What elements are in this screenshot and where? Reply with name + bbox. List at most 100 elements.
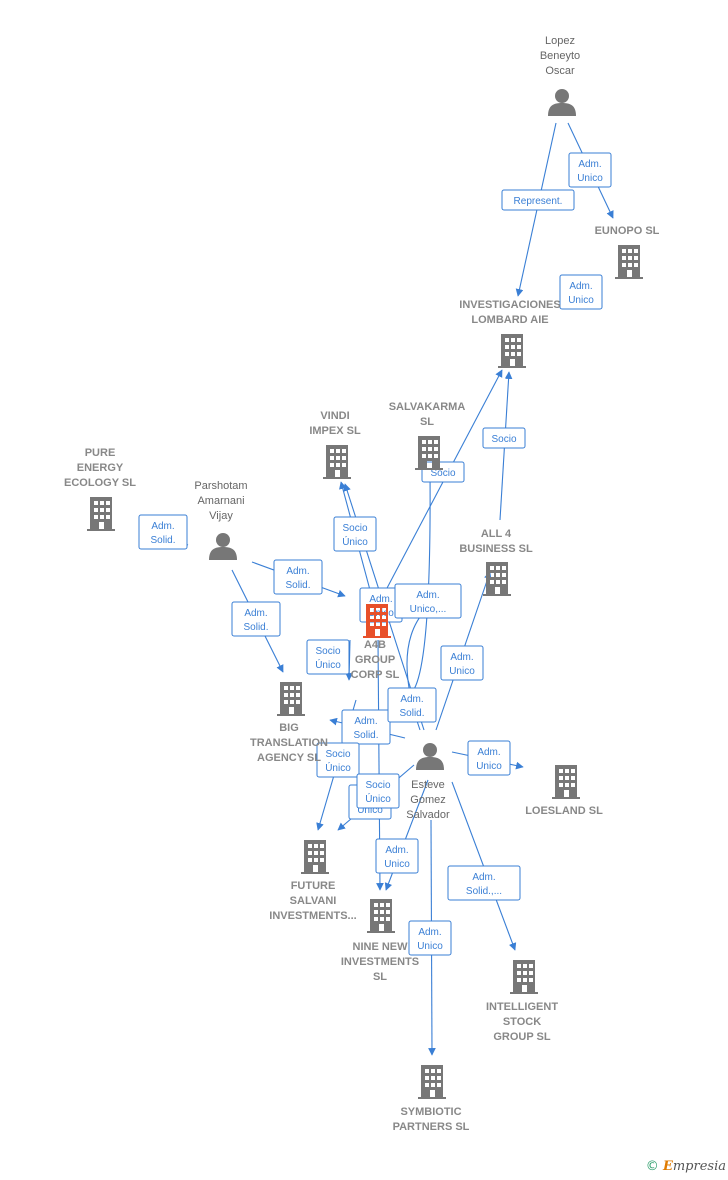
building-icon — [323, 444, 351, 479]
copyright-icon: © — [645, 1159, 659, 1174]
edge-label-lopez-to-eunopo[interactable]: Adm.Unico — [568, 152, 612, 188]
building-icon — [552, 764, 580, 799]
person-icon — [209, 533, 237, 560]
edge-label-text: Adm. — [385, 845, 408, 856]
node-label: SALVAKARMA — [389, 401, 466, 413]
node-label: PURE — [85, 447, 116, 459]
node-label: FUTURE — [291, 880, 336, 892]
edge-label-text: Socio — [342, 523, 367, 534]
edge-label-esteve-to-all4[interactable]: Adm. Unico — [440, 645, 484, 681]
edge-label-eunopo-to-invest[interactable]: Adm. Unico — [559, 274, 603, 310]
edge-label-a4b-to-invest[interactable]: Socio — [421, 461, 465, 483]
node-label: Parshotam — [194, 480, 247, 492]
empresia-brand: © Empresia — [646, 1159, 726, 1174]
edge-label-esteve-to-nine[interactable]: Adm. Unico — [375, 838, 419, 874]
node-label: INVESTMENTS — [341, 956, 419, 968]
node-label: ENERGY — [77, 462, 124, 474]
edge-label-text: Unico — [417, 941, 443, 952]
node-label: ALL 4 — [481, 528, 512, 540]
edge-label-text: Adm. — [418, 927, 441, 938]
edge-label-parsh-to-pure[interactable]: Adm.Solid. — [138, 514, 188, 550]
node-label: ECOLOGY SL — [64, 477, 136, 489]
edge-label-text: Único — [365, 792, 391, 805]
edge-label-esteve-to-a4b[interactable]: Adm.Unico,... — [394, 583, 462, 619]
edge-label-text: Adm. — [416, 590, 439, 601]
node-pure[interactable]: PURE ENERGY ECOLOGY SL — [64, 447, 136, 531]
edge-label-text: Unico — [449, 666, 475, 677]
node-label: Beneyto — [540, 50, 580, 62]
edge-label-text: Unico — [357, 805, 383, 816]
edge-label-text: Adm. — [477, 747, 500, 758]
node-label: INVESTMENTS... — [269, 910, 356, 922]
edge-label-text: Solid. — [285, 580, 310, 591]
edge-label-text: Unico — [384, 859, 410, 870]
building-icon — [483, 561, 511, 596]
node-invest[interactable]: INVESTIGACIONES LOMBARD AIE — [459, 299, 561, 368]
edge-label-all4-to-invest[interactable]: Socio — [482, 427, 526, 449]
edge-label-parsh-to-big[interactable]: Adm. Solid. — [231, 601, 281, 637]
node-label: GROUP SL — [493, 1031, 551, 1043]
edge-label-text: Adm. — [400, 694, 423, 705]
person-icon — [416, 743, 444, 770]
node-label: BIG — [279, 722, 299, 734]
edge-label-text: Socio — [365, 780, 390, 791]
building-icon — [510, 959, 538, 994]
node-label: TRANSLATION — [250, 737, 328, 749]
edge-label-text: Adm. — [286, 566, 309, 577]
edge-label-esteve-to-big[interactable]: Adm. Solid. — [341, 709, 391, 745]
edge-label-text: Adm. — [244, 608, 267, 619]
edge-label-text: Adm. — [354, 716, 377, 727]
edge-label-text: Represent. — [514, 196, 563, 207]
node-label: NINE NEW — [353, 941, 409, 953]
edge-label-text: Socio — [491, 434, 516, 445]
building-icon — [418, 1064, 446, 1099]
node-future[interactable]: FUTURE SALVANI INVESTMENTS... — [269, 839, 357, 922]
node-label: Amarnani — [197, 495, 244, 507]
edge-label-text: Solid. — [353, 730, 378, 741]
edge-salva-to-a4b — [397, 469, 431, 698]
edge-label-salva-to-a4b[interactable]: Adm.Solid. — [387, 687, 437, 723]
edge-label-text: Adm. — [569, 281, 592, 292]
node-eunopo[interactable]: EUNOPO SL — [595, 225, 660, 279]
edge-label-text: Adm. — [151, 521, 174, 532]
edge-label-text: Adm. — [450, 652, 473, 663]
edge-label-text: Solid. — [243, 622, 268, 633]
node-label: INVESTIGACIONES — [459, 299, 560, 311]
edge-label-text: Socio — [430, 468, 455, 479]
node-label: GROUP — [355, 654, 395, 666]
edge-label-esteve-to-symb[interactable]: Adm. Unico — [408, 920, 452, 956]
node-label: SALVANI — [290, 895, 337, 907]
edge-label-text: Solid.,... — [466, 886, 502, 897]
node-loes[interactable]: LOESLAND SL — [525, 764, 603, 817]
edge-label-text: Adm. — [369, 594, 392, 605]
edge-label-esteve-to-loes[interactable]: Adm. Unico — [467, 740, 511, 776]
node-label: Vijay — [209, 510, 233, 522]
node-nine[interactable]: NINE NEW INVESTMENTS SL — [341, 898, 419, 983]
brand-rest: mpresia — [672, 1159, 726, 1174]
node-label: INTELLIGENT — [486, 1001, 558, 1013]
node-label: SL — [373, 971, 387, 983]
edge-label-text: Unico — [577, 173, 603, 184]
edge-label-esteve-to-intel[interactable]: Adm.Solid.,... — [447, 865, 521, 901]
edge-label-text: Unico — [568, 295, 594, 306]
node-label: LOMBARD AIE — [471, 314, 548, 326]
edge-label-lopez-to-invest[interactable]: Represent. — [501, 189, 575, 211]
edge-label-text: Unico — [476, 761, 502, 772]
edge-label-parsh-to-a4b[interactable]: Adm. Solid. — [273, 559, 323, 595]
node-label: Oscar — [545, 65, 575, 77]
